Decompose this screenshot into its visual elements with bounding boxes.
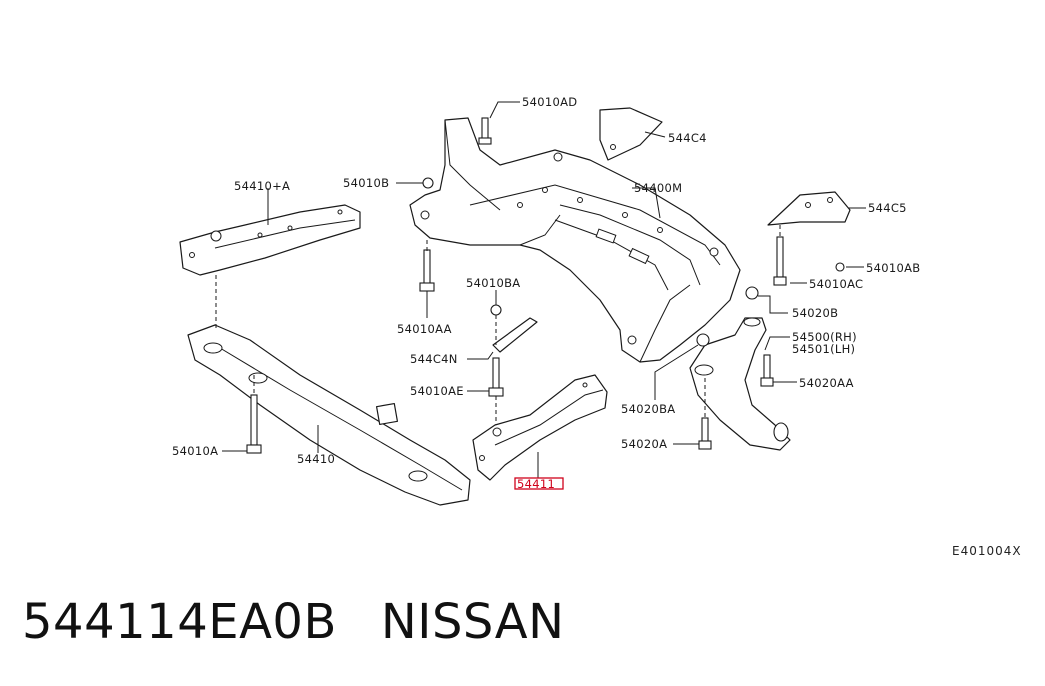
bolt-54010ae [488,357,504,397]
label-54020b: 54020B [792,306,838,320]
label-54020aa: 54020AA [799,376,854,390]
brand-name: NISSAN [380,594,565,650]
bolt-54010ac [773,236,787,286]
parts-diagram: 54010AD 544C4 54010B 54400M 54410+A 544C… [172,95,920,506]
bolt-54010ba [490,304,502,316]
nut-54020ba [696,333,710,347]
label-54010b: 54010B [343,176,389,190]
bolt-54020a [698,417,712,450]
lower-arm-54500 [689,317,791,451]
bolt-54010aa [419,249,435,292]
label-54010a: 54010A [172,444,218,458]
bracket-544c5 [767,191,851,226]
diagram-reference-code: E401004X [952,544,1022,558]
label-54010ae: 54010AE [410,384,464,398]
stay-544c4n [492,317,538,353]
label-54020a: 54020A [621,437,667,451]
part-caption: 544114EA0B NISSAN [22,594,565,650]
label-54010ba: 54010BA [466,276,520,290]
highlight-box-54411 [514,477,564,490]
bolt-54010ab [835,262,845,272]
label-54410: 54410 [297,452,335,466]
label-54010ac: 54010AC [809,277,863,291]
label-54010aa: 54010AA [397,322,452,336]
part-number: 544114EA0B [22,594,337,650]
member-54411 [472,374,608,481]
label-54501lh: 54501(LH) [792,342,855,356]
label-54020ba: 54020BA [621,402,675,416]
label-54500rh: 54500(RH) [792,330,857,344]
label-544c4: 544C4 [668,131,707,145]
label-54010ad: 54010AD [522,95,577,109]
label-54411[interactable]: 54411 [517,477,555,491]
label-54410a: 54410+A [234,179,290,193]
bolt-54020aa [760,354,774,387]
label-54010ab: 54010AB [866,261,920,275]
subframe-54400m [409,117,741,363]
member-54410a [179,204,361,276]
bolt-54010a [246,394,262,454]
label-544c4n: 544C4N [410,352,458,366]
nut-54010b [422,177,434,189]
bolt-54010ad [478,117,492,145]
label-544c5: 544C5 [868,201,907,215]
nut-54020b [745,286,759,300]
label-54400m: 54400M [634,181,682,195]
